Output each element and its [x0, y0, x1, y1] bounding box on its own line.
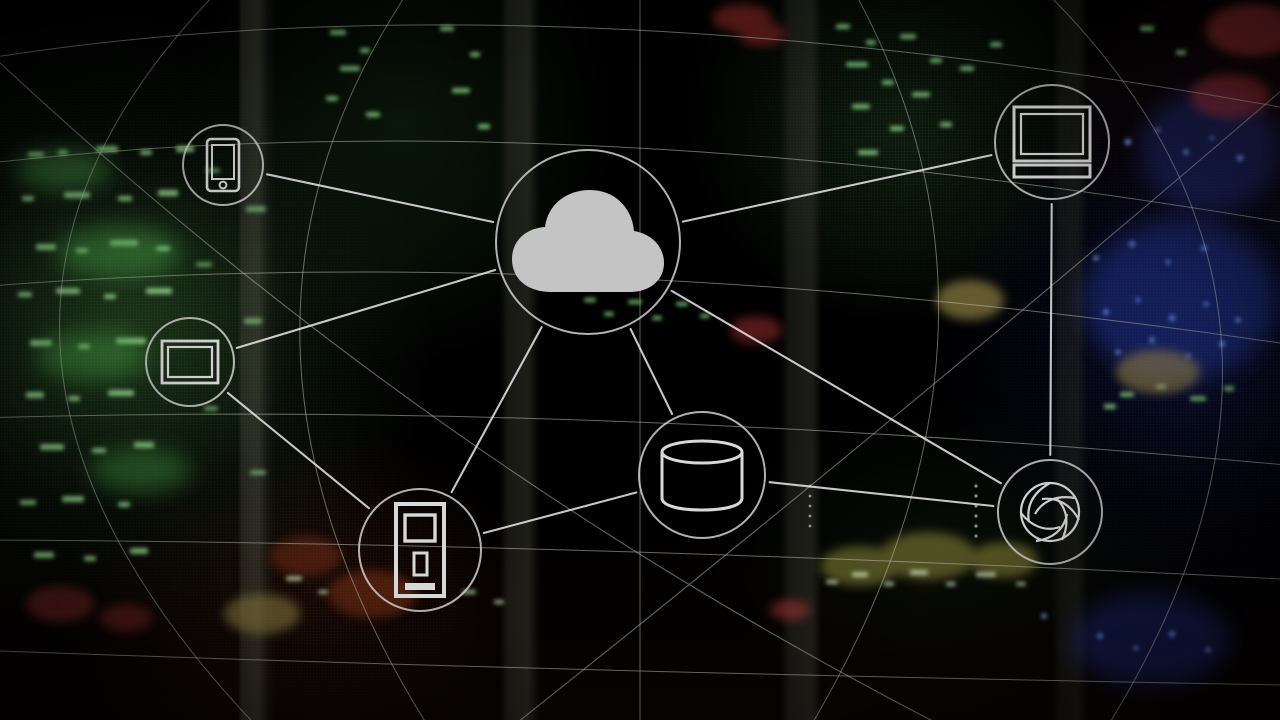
server-icon — [394, 502, 446, 598]
node-camera[interactable] — [997, 459, 1103, 565]
cloud-icon — [512, 190, 664, 292]
node-server[interactable] — [358, 488, 482, 612]
monitor-icon — [160, 339, 220, 385]
node-mobile[interactable] — [182, 124, 264, 206]
node-database[interactable] — [638, 411, 766, 539]
node-monitor[interactable] — [145, 317, 235, 407]
aperture-icon — [1019, 481, 1081, 543]
node-computer[interactable] — [994, 84, 1110, 200]
node-cloud[interactable] — [495, 149, 681, 335]
database-icon — [660, 439, 744, 512]
smartphone-icon — [205, 137, 241, 193]
computer-icon — [1012, 105, 1092, 179]
